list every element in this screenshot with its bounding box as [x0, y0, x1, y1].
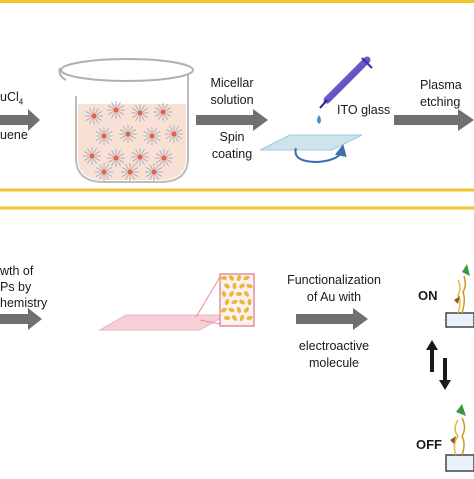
micelle — [119, 125, 137, 143]
micelle — [143, 127, 161, 145]
gold-flake — [236, 274, 242, 282]
step-label-electroactive: electroactive — [298, 339, 370, 353]
on-state-electrode — [445, 264, 474, 328]
gold-flake — [243, 307, 250, 313]
process-arrow-3 — [394, 109, 474, 131]
zoom-callout-lines — [195, 276, 221, 325]
micelle — [95, 127, 113, 145]
gold-flake — [246, 315, 253, 321]
droplet-icon — [317, 115, 321, 124]
gold-flake — [236, 306, 242, 314]
ito-glass-label: ITO glass — [337, 103, 391, 117]
step-label-chemistry: hemistry — [0, 296, 48, 310]
process-arrow-1 — [0, 109, 40, 131]
ito-glass-substrate — [259, 134, 363, 151]
gold-flake — [243, 291, 250, 297]
reagent-label-line2: uene — [0, 128, 28, 142]
micelle — [121, 163, 139, 181]
micelle — [107, 149, 125, 167]
process-arrow-2 — [196, 109, 268, 131]
micelle — [85, 107, 103, 125]
gold-flake — [231, 299, 238, 305]
gold-flake — [235, 292, 243, 296]
rotation-arrow — [294, 144, 347, 164]
micelle — [131, 148, 149, 166]
gold-flake — [224, 283, 230, 289]
micelle — [131, 104, 149, 122]
off-state-label: OFF — [416, 437, 442, 452]
gold-flake — [224, 298, 230, 306]
gold-flake — [232, 315, 237, 321]
gold-flake — [243, 275, 250, 281]
micelle — [165, 125, 183, 143]
step-label-of-au: of Au with — [306, 290, 362, 304]
switch-arrow-down — [439, 358, 451, 390]
gold-flake — [221, 307, 227, 313]
step-label-coating: coating — [211, 147, 253, 161]
gold-flake — [239, 283, 245, 289]
off-state-electrode — [445, 404, 474, 472]
step-label-molecule: molecule — [308, 356, 360, 370]
pink-glass-substrate — [98, 314, 228, 331]
step-label-growth: wth of — [0, 264, 34, 278]
reagent-label-line1: uCl4 — [0, 90, 24, 107]
gold-flake — [239, 299, 245, 305]
gold-flake — [228, 307, 235, 313]
gold-flake — [220, 276, 228, 280]
micelle — [145, 163, 163, 181]
micelle — [83, 147, 101, 165]
beaker — [58, 58, 194, 183]
gold-flake — [246, 283, 253, 289]
micelle — [154, 103, 172, 121]
gold-flake — [228, 291, 235, 297]
top-panel-border — [0, 0, 474, 192]
step-label-spin: Spin — [219, 130, 245, 144]
micelle — [95, 163, 113, 181]
process-arrow-4 — [0, 308, 42, 330]
switch-arrow-up — [426, 340, 438, 372]
micelle-solution — [83, 101, 183, 181]
step-label-etching: etching — [420, 95, 461, 109]
gold-nanoparticles — [220, 274, 253, 322]
on-state-label: ON — [418, 288, 438, 303]
micelle — [155, 149, 173, 167]
gold-flake — [232, 282, 237, 290]
step-label-solution: solution — [210, 93, 254, 107]
micelle — [107, 101, 125, 119]
gold-flake — [228, 275, 235, 281]
step-label-nps: Ps by — [0, 280, 32, 294]
gold-flake — [239, 314, 245, 322]
gold-flake — [247, 298, 252, 306]
gold-flake — [221, 290, 227, 298]
step-label-functionalization: Functionalization — [287, 273, 381, 287]
process-arrow-5 — [296, 308, 368, 330]
gold-flake — [223, 315, 231, 321]
step-label-plasma: Plasma — [420, 78, 462, 92]
step-label-micellar: Micellar — [210, 76, 254, 90]
pipette-icon — [319, 56, 373, 109]
